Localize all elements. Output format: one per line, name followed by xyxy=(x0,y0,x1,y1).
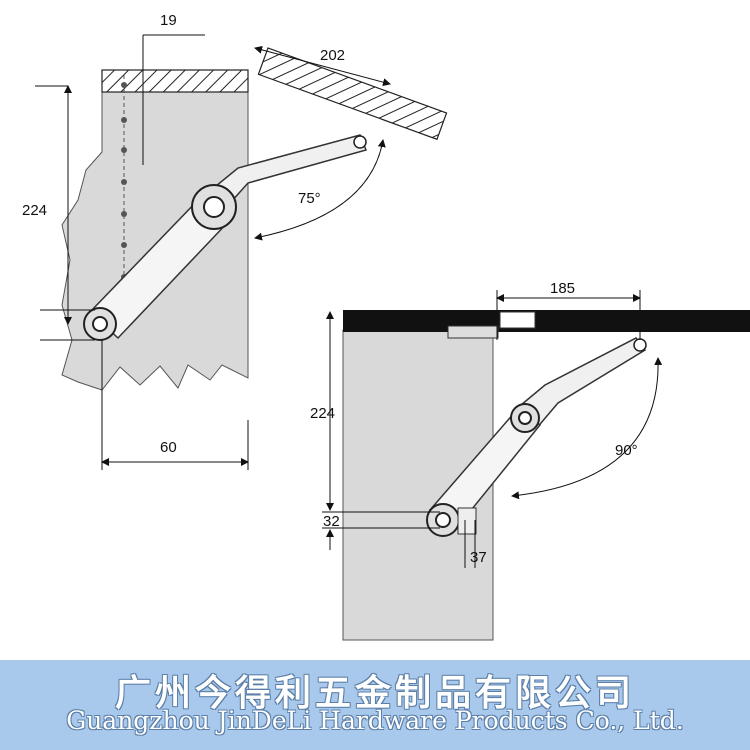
company-name-english: Guangzhou JinDeLi Hardware Products Co.,… xyxy=(66,706,684,735)
dim-left-height: 224 xyxy=(22,202,47,219)
left-top-board xyxy=(101,69,249,93)
left-lid xyxy=(257,47,448,141)
dim-depth: 60 xyxy=(160,439,177,456)
dim-top-offset: 19 xyxy=(160,12,177,29)
dim-right-height: 224 xyxy=(310,405,335,422)
right-hinge-diagram: 185 224 32 37 90° xyxy=(310,280,750,641)
company-banner: 广州今得利五金制品有限公司 Guangzhou JinDeLi Hardware… xyxy=(0,660,750,750)
dim-lid-width: 202 xyxy=(320,47,345,64)
dim-left-angle: 75° xyxy=(298,190,321,207)
company-name-chinese: 广州今得利五金制品有限公司 xyxy=(114,672,635,714)
mount-plate xyxy=(447,325,499,339)
dim-bottom-offset: 32 xyxy=(323,513,340,530)
right-top-board xyxy=(343,310,750,332)
dim-right-width: 185 xyxy=(550,280,575,297)
dim-side-offset: 37 xyxy=(470,549,487,566)
technical-drawing: 19 202 224 60 75° 185 224 xyxy=(22,12,750,641)
dim-right-angle: 90° xyxy=(615,442,638,459)
left-hinge-diagram: 19 202 224 60 75° xyxy=(22,12,448,470)
